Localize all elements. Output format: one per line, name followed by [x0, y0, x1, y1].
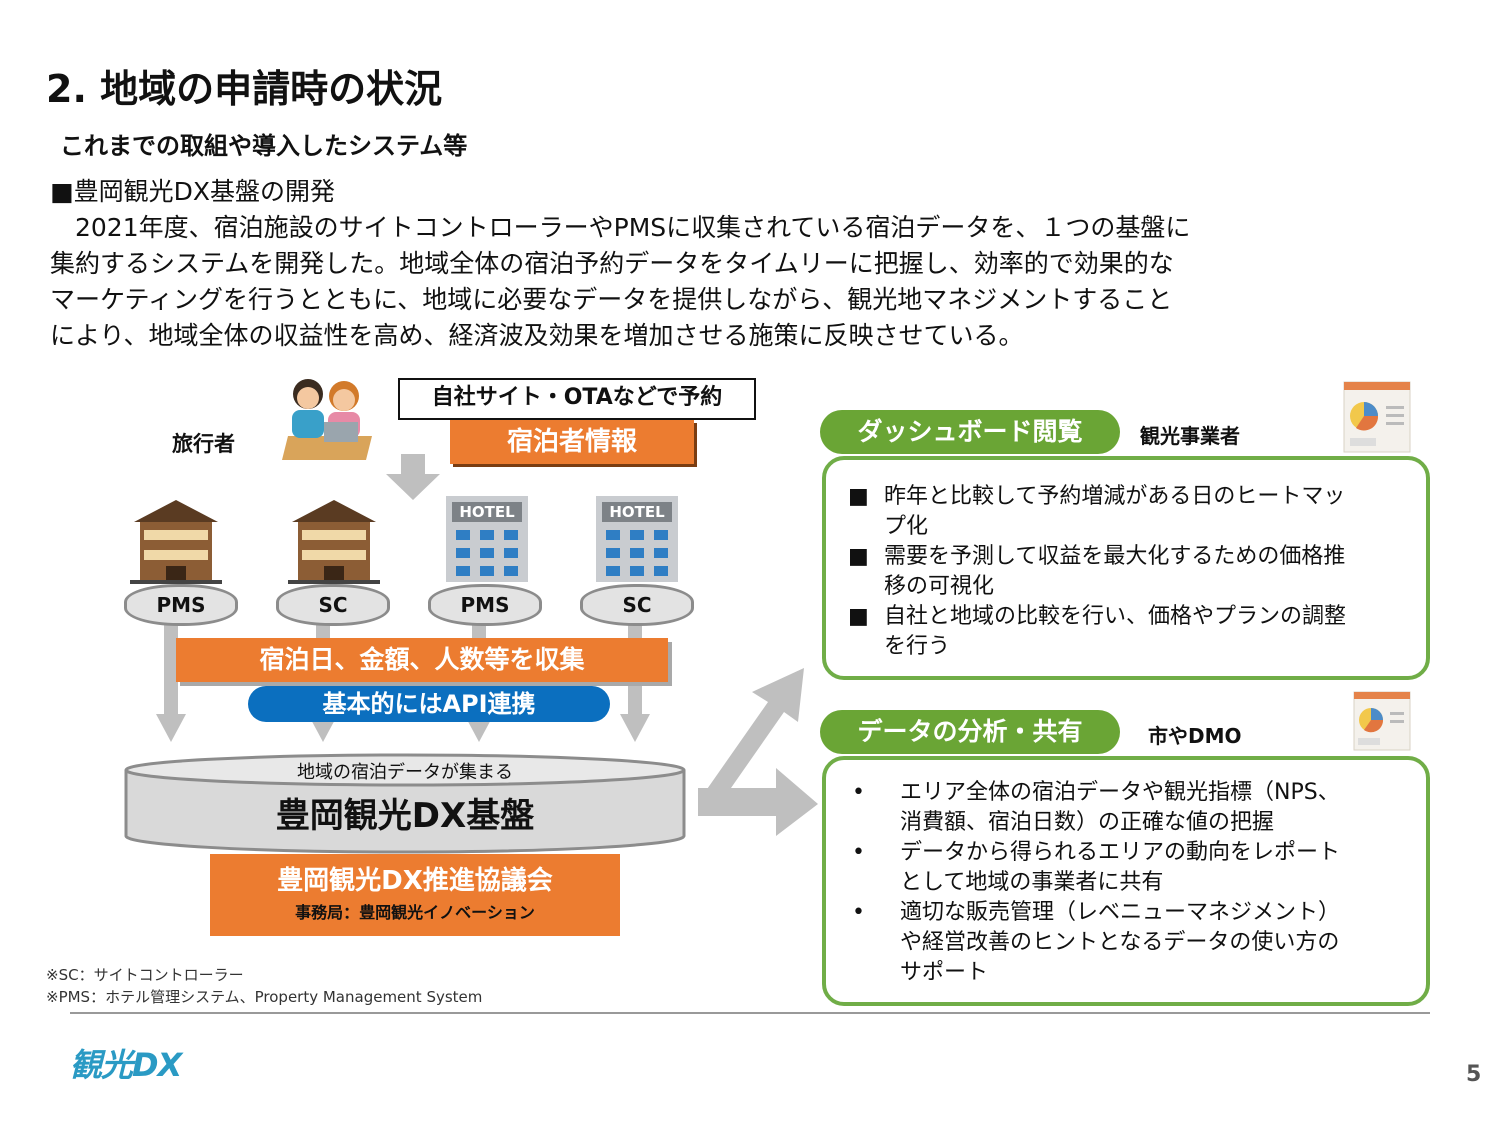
page-subtitle: これまでの取組や導入したシステム等: [60, 132, 468, 160]
analysis-audience: 市やDMO: [1148, 724, 1242, 748]
paragraph-line: 集約するシステムを開発した。地域全体の宿泊予約データをタイムリーに把握し、効率的…: [50, 249, 1174, 278]
paragraph-line: 2021年度、宿泊施設のサイトコントローラーやPMSに収集されている宿泊データを…: [50, 213, 1191, 242]
report-icon: [1343, 381, 1411, 453]
footer-divider: [70, 1012, 1430, 1014]
hotel-icon: HOTEL: [446, 496, 528, 582]
paragraph-line: マーケティングを行うとともに、地域に必要なデータを提供しながら、観光地マネジメン…: [50, 285, 1173, 314]
footnote: ※SC：サイトコントローラー: [46, 966, 244, 984]
collect-banner: 宿泊日、金額、人数等を収集: [176, 638, 668, 682]
booking-box: 自社サイト・OTAなどで予約: [398, 378, 756, 420]
dashboard-panel: ■ 昨年と比較して予約増減がある日のヒートマッ プ化 ■ 需要を予測して収益を最…: [822, 456, 1430, 680]
dashboard-pill: ダッシュボード閲覧: [820, 410, 1120, 454]
system-pms-1: PMS: [124, 584, 238, 626]
hotel-sign: HOTEL: [452, 502, 522, 522]
bullet-icon: •: [852, 780, 865, 805]
db-name: 豊岡観光DX基盤: [275, 796, 535, 836]
analysis-item: • エリア全体の宿泊データや観光指標（NPS、 消費額、宿泊日数）の正確な値の把…: [852, 780, 1340, 835]
api-pill: 基本的にはAPI連携: [248, 686, 610, 722]
analysis-pill: データの分析・共有: [820, 710, 1120, 754]
hotel-icon: HOTEL: [596, 496, 678, 582]
analysis-item: • データから得られるエリアの動向をレポート として地域の事業者に共有: [852, 840, 1341, 895]
page-number: 5: [1466, 1062, 1482, 1087]
branch-arrow-icon: [698, 668, 818, 836]
footnote: ※PMS：ホテル管理システム、Property Management Syste…: [46, 988, 483, 1006]
dashboard-item: ■ 昨年と比較して予約増減がある日のヒートマッ プ化: [848, 484, 1346, 539]
page-title: 2. 地域の申請時の状況: [46, 67, 443, 111]
bullet-icon: •: [852, 900, 865, 925]
dashboard-item: ■ 自社と地域の比較を行い、価格やプランの調整 を行う: [848, 604, 1347, 659]
travelers-illustration: [282, 379, 372, 460]
traveler-label: 旅行者: [172, 432, 235, 456]
logo: 観光DX: [70, 1046, 182, 1084]
section-heading: ■豊岡観光DX基盤の開発: [50, 177, 335, 206]
dashboard-audience: 観光事業者: [1140, 424, 1240, 448]
hotel-sign: HOTEL: [602, 502, 672, 522]
council-name: 豊岡観光DX推進協議会: [277, 866, 553, 896]
database-cylinder: [124, 753, 686, 854]
down-arrow-icon: [386, 454, 440, 500]
bullet-icon: ■: [848, 484, 869, 509]
paragraph-line: により、地域全体の収益性を高め、経済波及効果を増加させる施策に反映させている。: [50, 321, 1024, 350]
analysis-item: • 適切な販売管理（レベニューマネジメント） や経営改善のヒントとなるデータの使…: [852, 900, 1341, 985]
ryokan-icon: [288, 500, 380, 584]
bullet-icon: ■: [848, 544, 869, 569]
bullet-icon: •: [852, 840, 865, 865]
ryokan-icon: [130, 500, 222, 584]
council-office: 事務局：豊岡観光イノベーション: [295, 903, 535, 922]
guest-info-banner: 宿泊者情報: [450, 420, 694, 464]
bullet-icon: ■: [848, 604, 869, 629]
system-sc-1: SC: [276, 584, 390, 626]
report-icon: [1353, 691, 1411, 751]
system-pms-2: PMS: [428, 584, 542, 626]
dashboard-item: ■ 需要を予測して収益を最大化するための価格推 移の可視化: [848, 544, 1346, 599]
council-box: 豊岡観光DX推進協議会 事務局：豊岡観光イノベーション: [210, 854, 620, 936]
system-sc-2: SC: [580, 584, 694, 626]
db-caption: 地域の宿泊データが集まる: [297, 762, 513, 783]
analysis-panel: • エリア全体の宿泊データや観光指標（NPS、 消費額、宿泊日数）の正確な値の把…: [822, 756, 1430, 1006]
